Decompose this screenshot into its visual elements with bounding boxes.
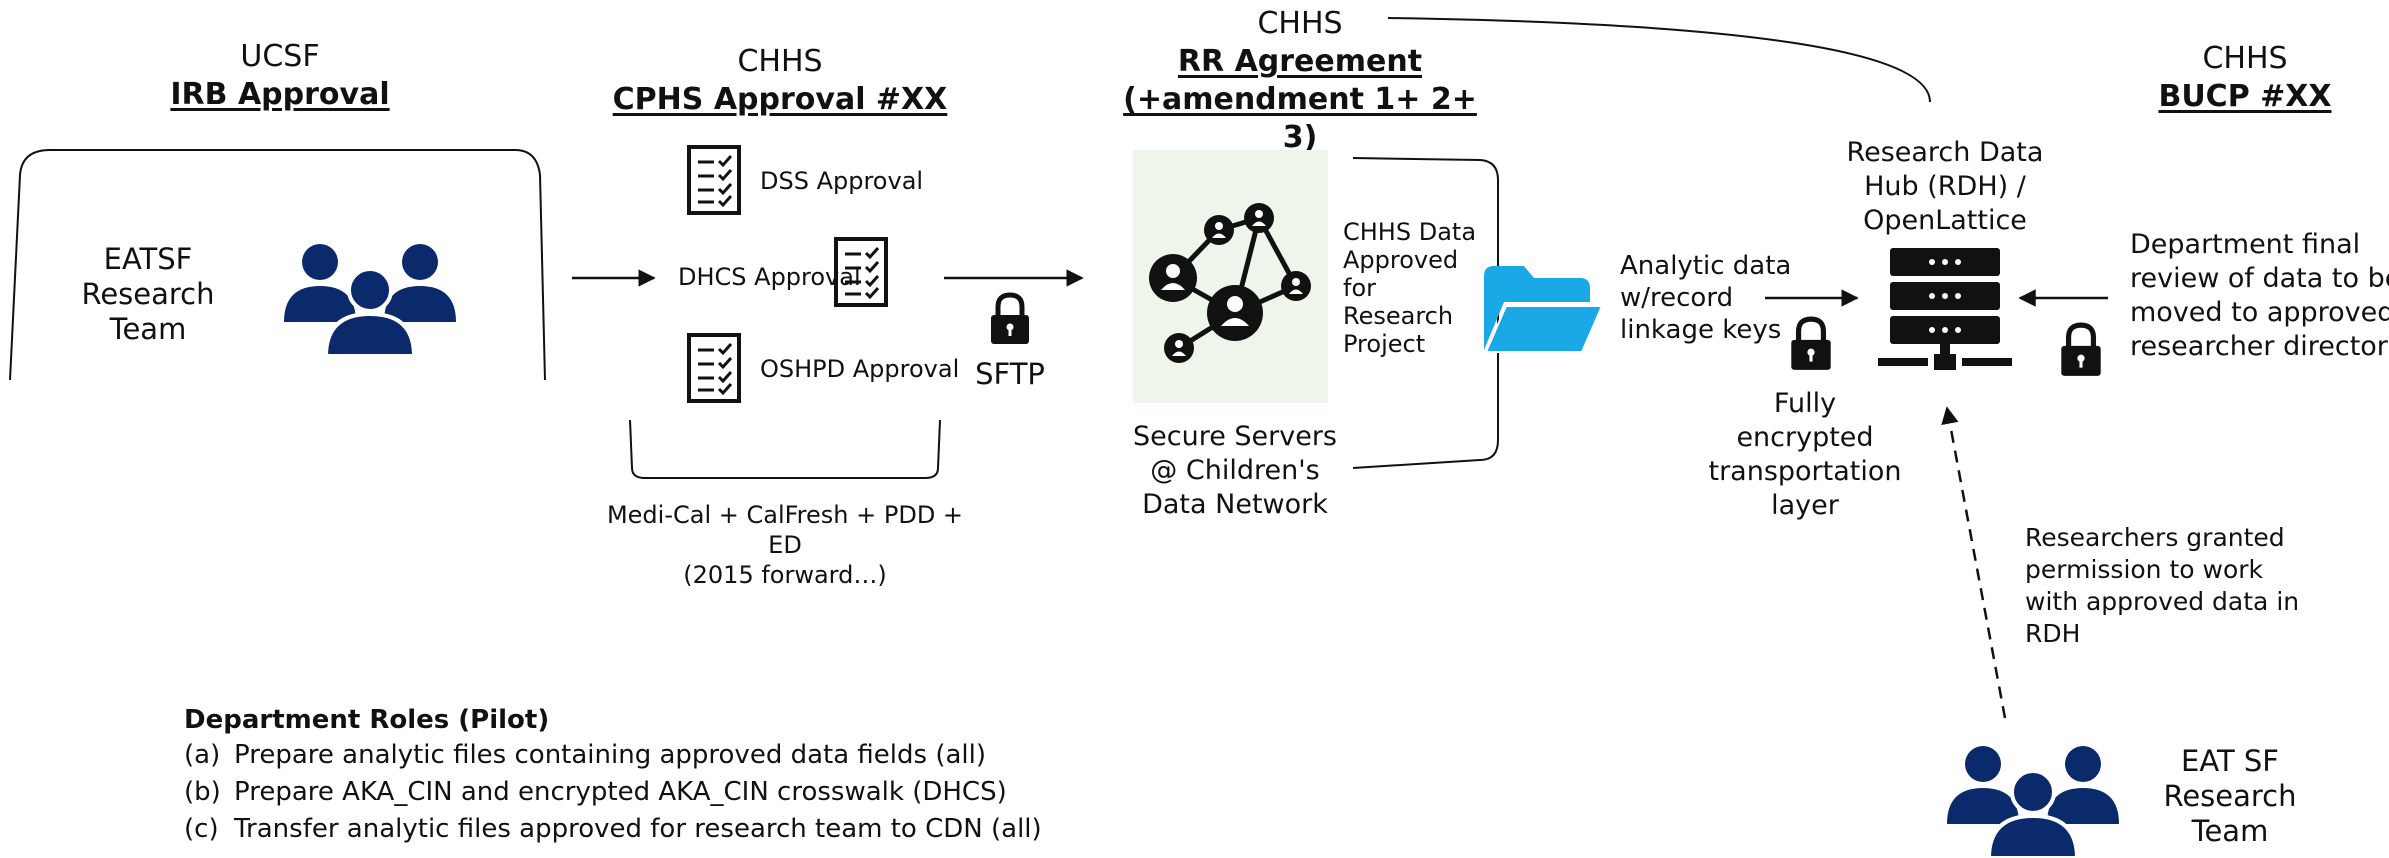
- dept-review-label: Department final review of data to be mo…: [2130, 229, 2389, 362]
- oshpd-approval: OSHPD Approval: [760, 355, 960, 383]
- ucsf-bracket: [9, 149, 546, 381]
- approvals-bracket: [629, 419, 941, 479]
- checklist-icon: [834, 237, 888, 307]
- researchers-granted-label: Researchers granted permission to work w…: [2025, 523, 2300, 648]
- roles-title: Department Roles (Pilot): [184, 705, 550, 735]
- dashed-arrow-researchers: [1941, 406, 2007, 719]
- bucp-header: CHHS BUCP #XX: [2158, 41, 2332, 114]
- rdh-label: Research Data Hub (RDH) / OpenLattice: [1846, 137, 2044, 236]
- dhcs-approval: DHCS Approval: [678, 263, 861, 291]
- lock-icon: [2061, 322, 2101, 376]
- chhs-data-approved-label: CHHS Data Approved for Research Project: [1343, 218, 1477, 358]
- lock-icon: [1791, 316, 1831, 370]
- checklist-icon: [687, 145, 741, 215]
- rr-header: CHHS RR Agreement (+amendment 1+ 2+ 3): [1123, 6, 1477, 155]
- folder-icon: [1484, 266, 1604, 353]
- bucp-label: BUCP #XX: [2158, 79, 2332, 114]
- eat-sf-team-label: EAT SF Research Team: [2163, 744, 2297, 848]
- encrypted-layer-label: Fully encrypted transportation layer: [1708, 388, 1902, 521]
- cphs-header: CHHS CPHS Approval #XX: [612, 44, 948, 117]
- network-icon: [1149, 203, 1311, 363]
- list-item: (a)Prepare analytic files containing app…: [184, 740, 986, 770]
- sftp-label: SFTP: [975, 357, 1045, 391]
- irb-approval-label: IRB Approval: [170, 77, 390, 112]
- analytic-data-label: Analytic data w/record linkage keys: [1620, 251, 1792, 345]
- lock-icon: [991, 292, 1029, 344]
- eatsf-team-label: EATSF Research Team: [81, 242, 215, 346]
- data-sources-label: Medi-Cal + CalFresh + PDD + ED (2015 for…: [606, 501, 964, 589]
- ucsf-header: UCSF IRB Approval: [140, 38, 420, 114]
- rr-amendment-label: (+amendment 1+ 2+ 3): [1123, 82, 1477, 155]
- cphs-approval-label: CPHS Approval #XX: [612, 82, 948, 117]
- list-item: (b)Prepare AKA_CIN and encrypted AKA_CIN…: [184, 777, 1007, 807]
- department-roles: Department Roles (Pilot) (a)Prepare anal…: [184, 703, 1042, 848]
- rr-connector: [1387, 17, 1931, 103]
- rr-agreement-label: RR Agreement: [1177, 44, 1423, 79]
- list-item: (c)Transfer analytic files approved for …: [184, 814, 1042, 844]
- ucsf-org: UCSF: [240, 39, 320, 74]
- checklist-icon: [687, 333, 741, 403]
- research-team-icon: [284, 244, 456, 356]
- server-icon: [1878, 248, 2012, 370]
- dss-approval: DSS Approval: [760, 167, 924, 195]
- secure-servers-label: Secure Servers @ Children's Data Network: [1132, 421, 1338, 520]
- research-team-icon: [1947, 746, 2119, 858]
